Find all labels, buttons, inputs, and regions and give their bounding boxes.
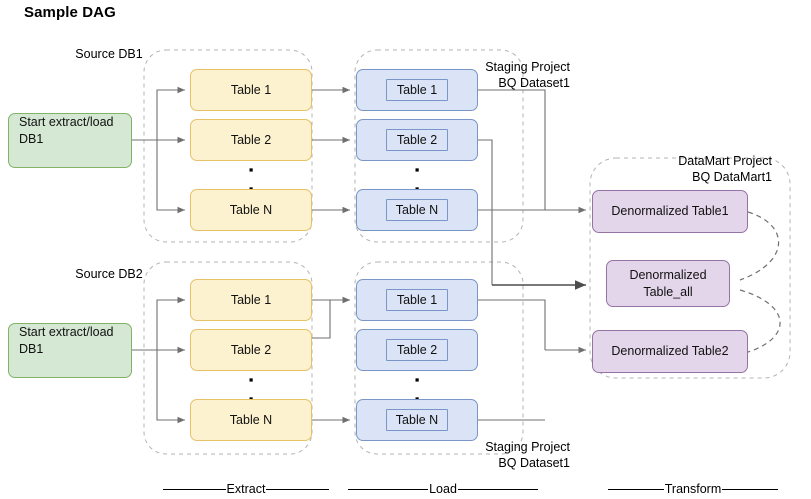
extract-db2-table-2[interactable]: Table 2 — [190, 329, 312, 371]
phase-transform-rule-left — [608, 488, 664, 490]
staging-project-label-bottom: Staging Project BQ Dataset1 — [420, 440, 570, 471]
extract-db2-table-n[interactable]: Table N — [190, 399, 312, 441]
ellipsis-dot-1: ▪ — [414, 372, 420, 387]
staging-project-line2: BQ Dataset1 — [498, 75, 570, 90]
load-db2-table-2-inner: Table 2 — [386, 339, 448, 361]
phase-load-label: Load — [429, 482, 457, 496]
phase-transform-rule-right — [722, 488, 778, 490]
phase-load-rule-right — [457, 488, 538, 490]
load-db2-table-n-inner: Table N — [386, 409, 448, 431]
extract-db1-table-n[interactable]: Table N — [190, 189, 312, 231]
ellipsis-dot-2: ▪ — [246, 392, 256, 405]
datamart-project-line2: BQ DataMart1 — [692, 169, 772, 184]
load-db1-ellipsis: ▪ ▪ — [412, 162, 422, 195]
load-db2-table-1-inner: Table 1 — [386, 289, 448, 311]
ellipsis-dot-2: ▪ — [246, 182, 256, 195]
phase-extract-label: Extract — [226, 482, 266, 496]
phase-load-rule-left — [348, 488, 429, 490]
phase-extract-rule-left — [163, 488, 226, 490]
staging-project-label-top: Staging Project BQ Dataset1 — [420, 60, 570, 91]
staging-project-line1: Staging Project — [485, 440, 570, 454]
load-db1-table-1-inner: Table 1 — [386, 79, 448, 101]
denormalized-table1-node[interactable]: Denormalized Table1 — [592, 190, 748, 233]
load-db2-ellipsis: ▪ ▪ — [412, 372, 422, 405]
start-extract-load-db1-node[interactable]: Start extract/load DB1 — [8, 113, 132, 168]
load-db1-table-2[interactable]: Table 2 — [356, 119, 478, 161]
load-db1-table-2-inner: Table 2 — [386, 129, 448, 151]
phase-extract-rule-right — [266, 488, 329, 490]
ellipsis-dot-1: ▪ — [248, 162, 254, 177]
phase-transform: Transform — [608, 482, 778, 496]
denormalized-table-all-line1: Denormalized — [629, 267, 707, 282]
load-db1-table-1[interactable]: Table 1 — [356, 69, 478, 111]
extract-db2-table-1[interactable]: Table 1 — [190, 279, 312, 321]
source-db1-label: Source DB1 — [75, 47, 143, 61]
staging-project-line2: BQ Dataset1 — [498, 455, 570, 470]
load-db2-table-1[interactable]: Table 1 — [356, 279, 478, 321]
source-db2-label: Source DB2 — [75, 267, 143, 281]
staging-project-line1: Staging Project — [485, 60, 570, 74]
start-extract-load-db2-node[interactable]: Start extract/load DB1 — [8, 323, 132, 378]
phase-transform-label: Transform — [664, 482, 722, 496]
ellipsis-dot-2: ▪ — [412, 392, 422, 405]
datamart-project-line1: DataMart Project — [678, 154, 772, 168]
extract-db1-table-2[interactable]: Table 2 — [190, 119, 312, 161]
page-title: Sample DAG — [24, 4, 116, 21]
ellipsis-dot-1: ▪ — [248, 372, 254, 387]
extract-db1-ellipsis: ▪ ▪ — [246, 162, 256, 195]
load-db1-table-n[interactable]: Table N — [356, 189, 478, 231]
phase-extract: Extract — [163, 482, 329, 496]
extract-db1-table-1[interactable]: Table 1 — [190, 69, 312, 111]
denormalized-table2-node[interactable]: Denormalized Table2 — [592, 330, 748, 373]
denormalized-table-all-line2: Table_all — [643, 284, 693, 299]
denormalized-table-all-node[interactable]: Denormalized Table_all — [606, 260, 730, 307]
load-db1-table-n-inner: Table N — [386, 199, 448, 221]
load-db2-table-n[interactable]: Table N — [356, 399, 478, 441]
ellipsis-dot-1: ▪ — [414, 162, 420, 177]
extract-db2-ellipsis: ▪ ▪ — [246, 372, 256, 405]
phase-load: Load — [348, 482, 538, 496]
ellipsis-dot-2: ▪ — [412, 182, 422, 195]
load-db2-table-2[interactable]: Table 2 — [356, 329, 478, 371]
datamart-project-label: DataMart Project BQ DataMart1 — [640, 154, 772, 185]
